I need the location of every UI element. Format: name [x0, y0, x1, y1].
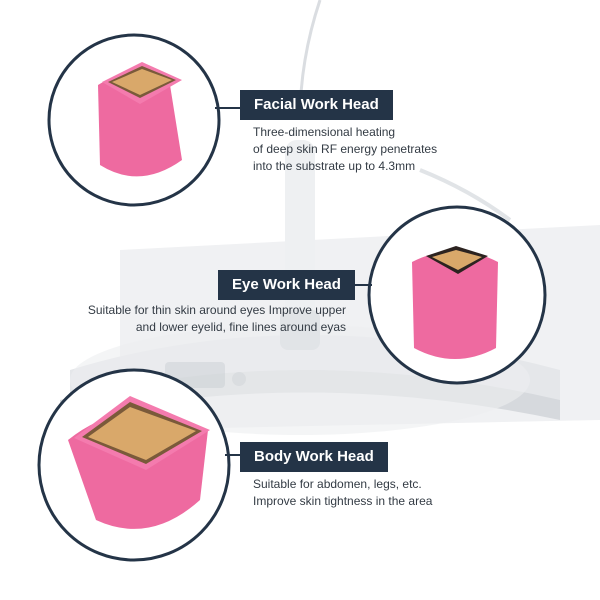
body-desc-line-2: Improve skin tightness in the area: [253, 494, 433, 508]
facial-work-head-label: Facial Work Head: [240, 90, 393, 120]
body-head-icon: [68, 396, 210, 529]
facial-desc-line-3: into the substrate up to 4.3mm: [253, 159, 416, 173]
eye-work-head-label: Eye Work Head: [218, 270, 355, 300]
body-work-head-label: Body Work Head: [240, 442, 388, 472]
eye-head-circle: [367, 205, 547, 385]
eye-head-icon: [412, 246, 498, 359]
eye-work-head-description: Suitable for thin skin around eyes Impro…: [56, 302, 346, 336]
facial-work-head-description: Three-dimensional heating of deep skin R…: [253, 124, 437, 175]
facial-desc-line-2: of deep skin RF energy penetrates: [253, 142, 438, 156]
facial-desc-line-1: Three-dimensional heating: [253, 125, 396, 139]
eye-desc-line-2: and lower eyelid, fine lines around eyas: [135, 320, 346, 334]
body-head-circle: [37, 368, 231, 562]
facial-head-icon: [98, 62, 182, 177]
body-desc-line-1: Suitable for abdomen, legs, etc.: [253, 477, 422, 491]
facial-head-circle: [47, 33, 221, 207]
eye-desc-line-1: Suitable for thin skin around eyes Impro…: [87, 303, 346, 317]
device-handle: [280, 0, 512, 350]
body-work-head-description: Suitable for abdomen, legs, etc. Improve…: [253, 476, 432, 510]
